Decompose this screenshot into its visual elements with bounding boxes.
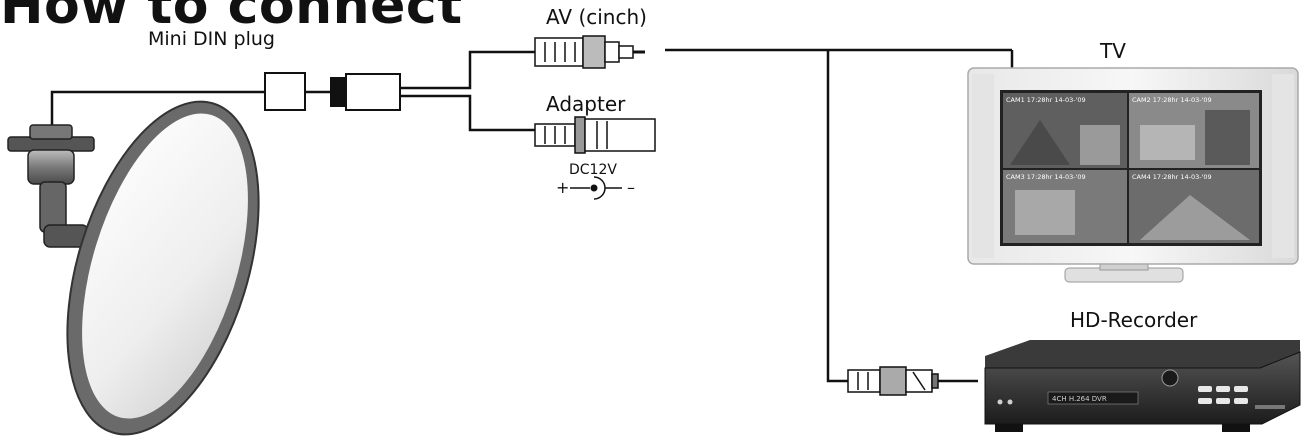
recorder-top — [985, 340, 1300, 368]
din-socket — [264, 72, 306, 111]
cam1-caption: CAM1 17:28hr 14-03-'09 — [1006, 96, 1086, 104]
adapter-label: Adapter — [546, 92, 626, 116]
recorder-led-1 — [997, 399, 1003, 405]
mirror-camera — [7, 100, 260, 436]
hd-recorder-label: HD-Recorder — [1070, 308, 1198, 332]
bnc-bayonet-slot — [912, 371, 926, 391]
bnc-tip — [931, 373, 939, 389]
cable-camera-to-din — [50, 90, 265, 133]
tv-label: TV — [1100, 39, 1126, 63]
mirror-face — [82, 113, 248, 419]
recorder-model-label: 4CH H.264 DVR — [1052, 395, 1107, 403]
cinch-grip — [582, 35, 606, 69]
cable-split-av — [400, 50, 535, 90]
recorder-jog-dial — [1161, 369, 1179, 387]
recorder-button-3 — [1234, 386, 1248, 392]
page-title: How to connect — [0, 0, 463, 36]
cam2-caption: CAM2 17:28hr 14-03-'09 — [1132, 96, 1212, 104]
cinch-pin-sleeve — [618, 45, 634, 59]
polarity-minus: – — [627, 178, 635, 197]
recorder-foot-right — [1222, 424, 1250, 432]
adapter-ring — [574, 116, 586, 154]
adapter-barrel — [584, 118, 656, 152]
din-plug-body — [345, 73, 401, 111]
tv-quad-view: CAM1 17:28hr 14-03-'09 CAM2 17:28hr 14-0… — [1003, 93, 1259, 243]
bnc-sleeve — [847, 369, 881, 393]
cam1-scene — [1010, 120, 1070, 165]
recorder-button-1 — [1198, 386, 1212, 392]
dc-voltage-label: DC12V — [569, 162, 617, 178]
dc-polarity-symbol: + – — [556, 176, 635, 200]
polarity-plus: + — [556, 178, 569, 197]
tv-speaker-left — [972, 74, 994, 258]
cable-split-adapter — [400, 94, 535, 132]
polarity-sleeve-arc — [593, 176, 606, 200]
camera-mount-top — [29, 124, 73, 140]
recorder-display — [1047, 391, 1139, 405]
bnc-connector — [847, 366, 939, 396]
cinch-collar — [604, 41, 620, 63]
recorder-button-2 — [1216, 386, 1230, 392]
din-plug-tip — [330, 77, 346, 107]
cam2-scene — [1140, 125, 1195, 160]
bnc-ferrule — [879, 366, 907, 396]
camera-mount-base — [27, 149, 75, 185]
cam4-caption: CAM4 17:28hr 14-03-'09 — [1132, 173, 1212, 181]
cam2-scene-door — [1205, 110, 1250, 165]
recorder-foot-left — [995, 424, 1023, 432]
recorder-button-6 — [1234, 398, 1248, 404]
adapter-connector — [534, 116, 656, 154]
cinch-body — [534, 37, 584, 67]
cable-to-recorder — [826, 50, 848, 383]
av-cinch-connector — [534, 35, 645, 69]
cam3-caption: CAM3 17:28hr 14-03-'09 — [1006, 173, 1086, 181]
av-cinch-label: AV (cinch) — [546, 5, 647, 29]
cam4-scene — [1140, 195, 1250, 240]
tv: CAM1 17:28hr 14-03-'09 CAM2 17:28hr 14-0… — [967, 67, 1299, 283]
recorder-button-4 — [1198, 398, 1212, 404]
polarity-center-pin — [590, 184, 598, 192]
recorder-button-5 — [1216, 398, 1230, 404]
cam1-scene-window — [1080, 125, 1120, 165]
mini-din-plug — [264, 72, 401, 111]
hd-recorder: 4CH H.264 DVR — [984, 340, 1301, 432]
recorder-led-2 — [1007, 399, 1013, 405]
recorder-front — [984, 351, 1301, 425]
tv-speaker-right — [1272, 74, 1294, 258]
recorder-drive-slot — [1255, 405, 1285, 409]
mini-din-label: Mini DIN plug — [148, 28, 275, 50]
cables — [50, 48, 1014, 383]
cam3-scene — [1015, 190, 1075, 235]
